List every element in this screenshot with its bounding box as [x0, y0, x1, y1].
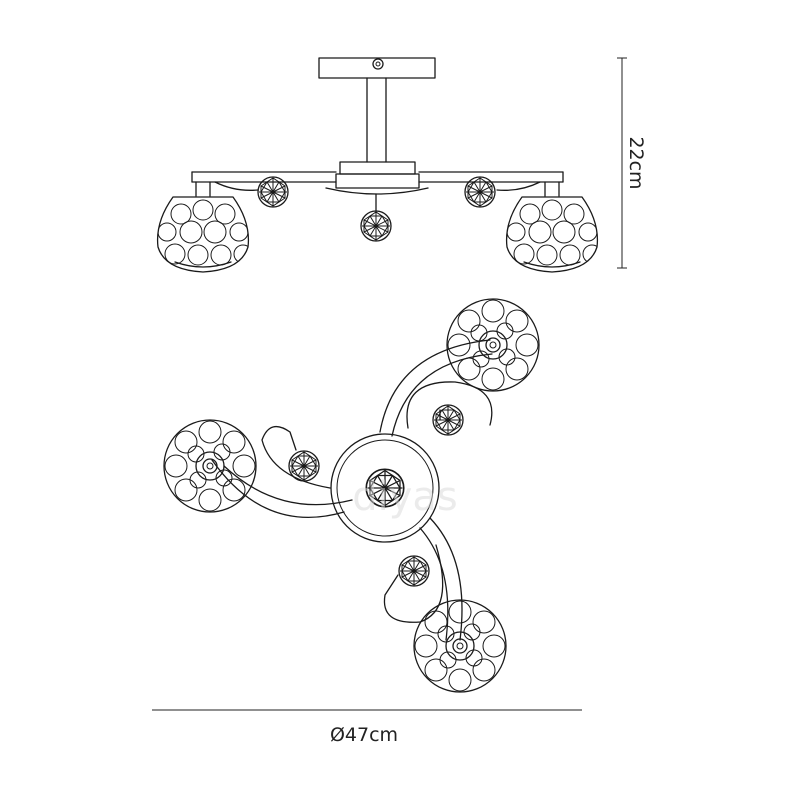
bottom-view	[164, 299, 539, 692]
left-shade	[158, 197, 252, 272]
diameter-label: Ø47cm	[330, 724, 398, 746]
plate-screw	[372, 58, 384, 70]
right-arm	[418, 171, 564, 183]
shade-left	[164, 420, 256, 512]
diameter-dimension: Ø47cm	[152, 709, 582, 746]
shade-bottom	[414, 600, 506, 692]
height-dimension: 22cm	[617, 57, 647, 269]
crystal-bottom-arm	[398, 555, 430, 587]
side-view	[158, 57, 601, 272]
height-label: 22cm	[625, 136, 647, 189]
crystal-left	[257, 176, 289, 208]
stem	[366, 77, 387, 163]
crystal-top	[432, 404, 464, 436]
watermark: diyas	[352, 474, 458, 520]
crystal-right	[464, 176, 496, 208]
crystal-left-arm	[288, 450, 320, 482]
central-plate	[330, 433, 440, 543]
hub	[339, 161, 416, 175]
ceiling-plate	[318, 57, 436, 79]
right-shade	[507, 197, 601, 272]
arm-to-left-shade	[211, 459, 353, 519]
crystal-center	[360, 210, 392, 242]
